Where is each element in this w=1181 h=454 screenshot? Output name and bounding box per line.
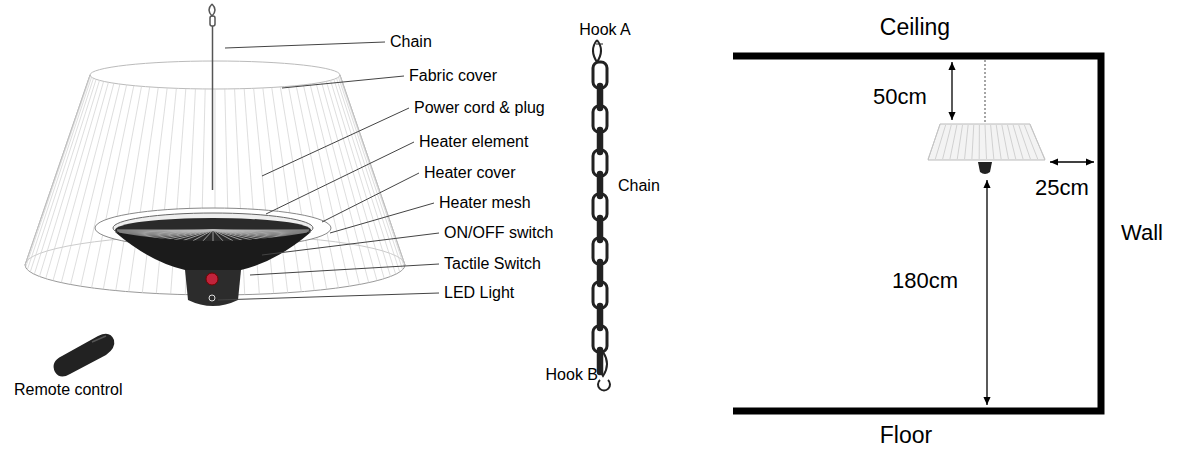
shade-rib [263,88,288,293]
shade-rib [71,84,120,284]
shade-rib [965,125,969,159]
heater-chain [209,4,215,190]
shade-rib [25,75,90,265]
part-name: Hook B [546,366,598,384]
shade-rib [338,77,402,270]
shade-rib [61,83,114,282]
part-name: Chain [390,33,432,51]
shade-rib [1024,125,1037,159]
shade-rib [280,87,314,291]
shade-rib [996,125,1001,159]
room-label: Ceiling [880,15,950,40]
shade-rib [991,125,994,159]
mesh-wire [213,230,309,231]
heater-body [95,208,331,306]
mesh-wire [213,230,214,241]
part-name: ON/OFF switch [444,224,553,242]
part-name: Hook A [579,21,631,39]
shade-rib [340,75,405,265]
mesh-wire [183,230,213,240]
shade-rib [310,84,359,284]
part-name: Power cord & plug [414,99,545,117]
shade-rib [957,125,962,159]
part-name: Fabric cover [409,67,497,85]
shade-rib [928,125,940,159]
shade-rib [30,78,93,272]
fabric-cover [25,61,405,295]
shade-rib [296,86,338,288]
shade-rib [322,82,377,280]
dimension: 50cm [873,85,927,109]
shade-rib [1019,125,1031,159]
shade-rib [303,85,349,286]
shade-rib [1013,125,1023,159]
installed-heater [928,60,1045,174]
dimension-arrows [952,62,1094,405]
room-label: Wall [1121,221,1163,245]
shade-rib [972,125,974,159]
part-name: Tactile Switch [444,255,541,273]
shade-rib [1030,125,1045,159]
remote-control [54,334,115,377]
shade-rib [27,77,91,270]
shade-rib [272,87,302,291]
shade-rib [39,80,99,276]
dimension: 25cm [1035,176,1089,200]
shade-rib [316,83,369,282]
part-name: Remote control [14,381,123,399]
shade-rib [129,87,159,291]
mesh-wire [193,230,213,241]
mesh-wire [213,230,308,231]
shade-rib [34,79,96,274]
shade-rib [116,87,150,291]
shade-rib [53,82,108,280]
room-label: Floor [880,423,932,448]
shade-rib [985,125,987,159]
shade-rib [1002,125,1009,159]
part-name: Heater cover [424,164,516,182]
room-walls [733,56,1101,411]
shade-rib [81,85,127,286]
shade-rib [103,86,141,289]
dimension: 180cm [892,269,958,293]
part-name: Heater mesh [439,194,531,212]
mesh-wire [203,230,213,241]
shade-rib [26,76,91,267]
shade-rib [979,125,980,159]
part-name: Chain [618,177,660,195]
mesh-wire [174,230,213,240]
part-name: LED Light [444,284,514,302]
shade-rib [950,125,957,159]
shade-rib [92,86,134,288]
part-name: Heater element [419,133,528,151]
shade-rib [943,125,952,159]
chain-assembly [593,40,610,390]
mesh-wire [149,230,213,238]
leader-lines [218,42,439,300]
shade-rib [46,81,104,278]
